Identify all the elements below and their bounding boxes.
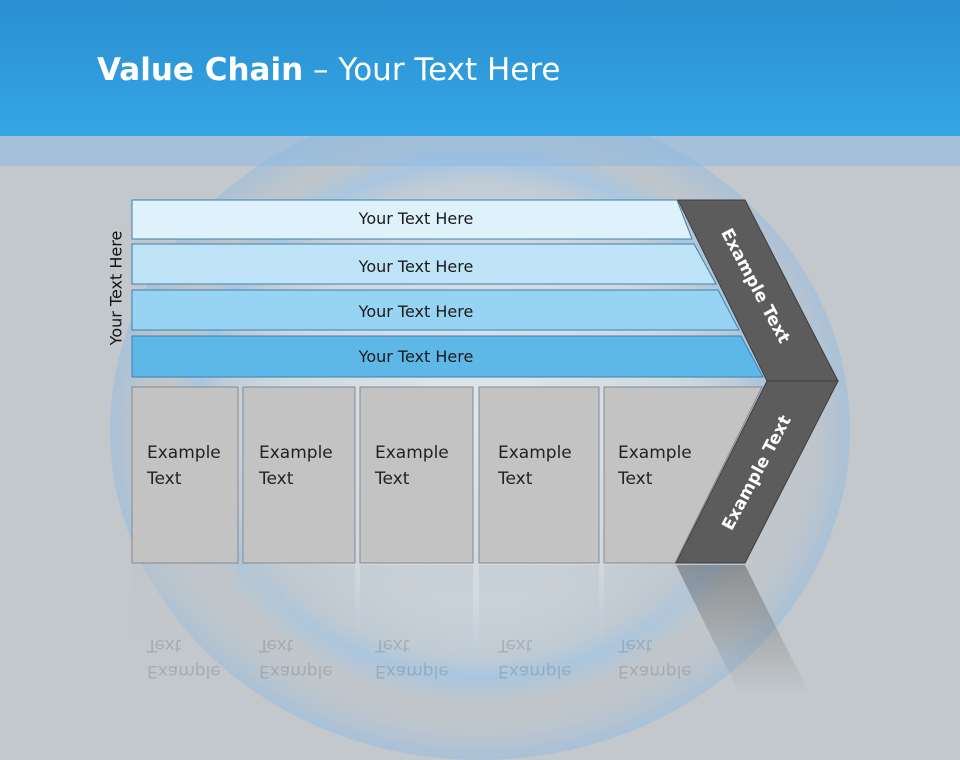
- cell-1-line2: Text: [147, 469, 182, 489]
- cell-2-line2: Text: [259, 469, 294, 489]
- side-label: Your Text Here: [106, 230, 126, 346]
- cell-4-reflection-line2: Text: [498, 635, 533, 655]
- slide-title: Value Chain – Your Text Here: [97, 52, 560, 88]
- cell-4-reflection-line1: Example: [498, 661, 572, 681]
- cell-5: [603, 386, 763, 564]
- cell-3-line1: Example: [375, 443, 449, 463]
- band-3: [131, 289, 740, 331]
- cell-1-label: Example Text: [147, 440, 221, 492]
- cell-3-reflection: [360, 565, 473, 685]
- cell-2-reflection: [243, 565, 355, 685]
- band-4-label: Your Text Here: [358, 347, 474, 366]
- arrow-head-lower: [675, 380, 839, 564]
- cell-5-reflection: [604, 565, 735, 685]
- cell-1: [131, 386, 239, 564]
- cell-2-reflection-line1: Example: [259, 661, 333, 681]
- cell-2-reflection-text: Example Text: [259, 632, 333, 684]
- cell-5-reflection-text: Example Text: [618, 632, 692, 684]
- cell-2-line1: Example: [259, 443, 333, 463]
- cell-4-reflection: [479, 565, 599, 685]
- band-3-label: Your Text Here: [358, 302, 474, 321]
- band-1: [131, 199, 693, 240]
- cell-3-line2: Text: [375, 469, 410, 489]
- cell-3-reflection-line1: Example: [375, 661, 449, 681]
- cell-5-reflection-line1: Example: [618, 661, 692, 681]
- cell-4-line1: Example: [498, 443, 572, 463]
- cell-1-line1: Example: [147, 443, 221, 463]
- cell-5-line1: Example: [618, 443, 692, 463]
- header-bar: [0, 0, 960, 136]
- cell-1-reflection-line1: Example: [147, 661, 221, 681]
- cell-3-label: Example Text: [375, 440, 449, 492]
- band-2-label: Your Text Here: [358, 257, 474, 276]
- cell-4-reflection-text: Example Text: [498, 632, 572, 684]
- arrow-reflection: [676, 565, 810, 695]
- cell-1-reflection-line2: Text: [147, 635, 182, 655]
- cell-4-line2: Text: [498, 469, 533, 489]
- band-2: [131, 243, 717, 285]
- cell-5-line2: Text: [618, 469, 653, 489]
- cell-5-reflection-line2: Text: [618, 635, 653, 655]
- header-strip: [0, 136, 960, 166]
- cell-1-reflection-text: Example Text: [147, 632, 221, 684]
- cell-2-reflection-line2: Text: [259, 635, 294, 655]
- cell-4: [478, 386, 600, 564]
- cell-2-label: Example Text: [259, 440, 333, 492]
- cell-2: [242, 386, 356, 564]
- cell-3: [359, 386, 474, 564]
- cell-1-reflection: [132, 565, 238, 685]
- cell-3-reflection-line2: Text: [375, 635, 410, 655]
- cell-5-label: Example Text: [618, 440, 692, 492]
- band-1-label: Your Text Here: [358, 209, 474, 228]
- cell-3-reflection-text: Example Text: [375, 632, 449, 684]
- title-bold: Value Chain: [97, 52, 304, 88]
- value-chain-diagram: [131, 199, 839, 695]
- cell-4-label: Example Text: [498, 440, 572, 492]
- band-4: [131, 335, 764, 378]
- title-rest: – Your Text Here: [303, 52, 561, 88]
